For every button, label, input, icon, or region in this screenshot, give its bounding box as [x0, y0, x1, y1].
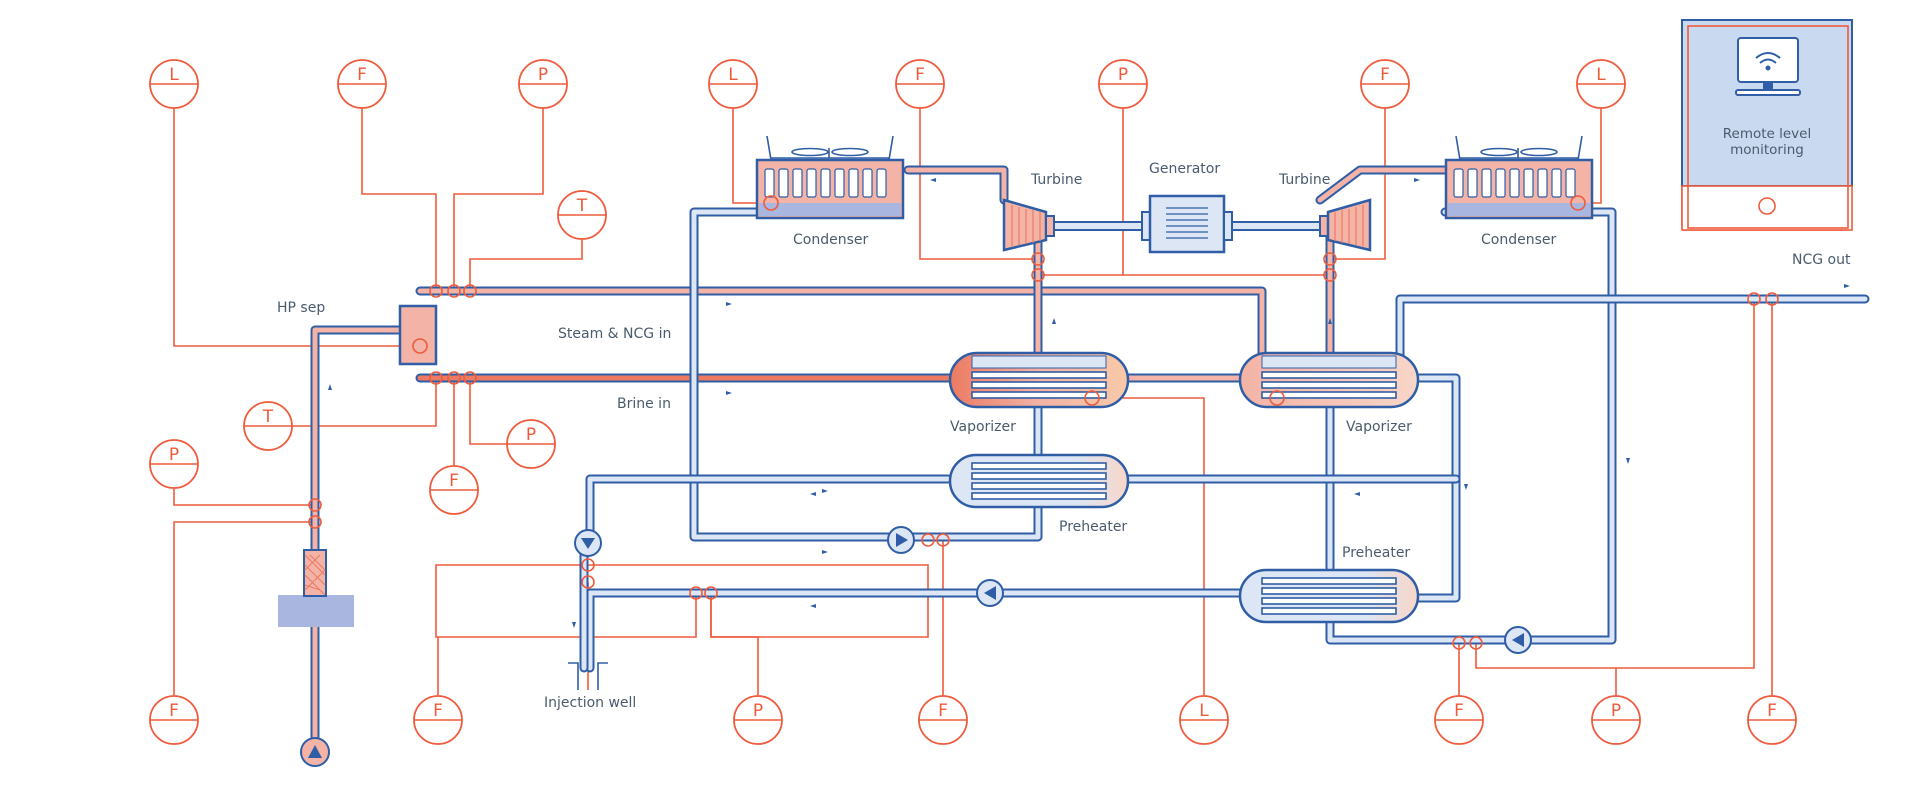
remote-label-line1: Remote level [1723, 126, 1811, 142]
instrument-sep-f-lower: F [429, 465, 479, 515]
turbine-left [1002, 198, 1055, 252]
vaporizer-left [948, 351, 1130, 409]
svg-text:F: F [357, 65, 367, 85]
instrument-bottom-1: F [149, 695, 199, 745]
condenser-right-label: Condenser [1481, 232, 1556, 248]
svg-text:P: P [526, 425, 536, 445]
instrument-top-1: L [149, 59, 199, 109]
instrument-top-2: F [337, 59, 387, 109]
instrument-bottom-4: F [918, 695, 968, 745]
instrument-bottom-5: L [1179, 695, 1229, 745]
injection-well [568, 662, 608, 690]
svg-text:F: F [915, 65, 925, 85]
vaporizer-left-label: Vaporizer [950, 419, 1016, 435]
svg-text:F: F [449, 471, 459, 491]
svg-text:P: P [169, 445, 179, 465]
instrument-top-6: P [1098, 59, 1148, 109]
diagram-labels: HP sep Steam & NCG in Brine in Condenser… [277, 161, 1851, 711]
turbine-left-label: Turbine [1030, 172, 1082, 188]
svg-text:L: L [728, 65, 738, 85]
instrument-sep-t-lower: T [243, 401, 293, 451]
svg-text:L: L [1199, 701, 1209, 721]
pump-icon [976, 579, 1004, 607]
condenser-left-label: Condenser [793, 232, 868, 248]
instrument-taps [308, 195, 1779, 650]
hp-separator [398, 304, 438, 366]
condenser-right [1444, 135, 1594, 220]
instrument-bottom-8: F [1747, 695, 1797, 745]
svg-text:P: P [1611, 701, 1621, 721]
preheater-left [948, 453, 1130, 509]
instrument-bottom-7: P [1591, 695, 1641, 745]
pump-icon [574, 529, 602, 557]
vaporizer-right-label: Vaporizer [1346, 419, 1412, 435]
vaporizer-right [1238, 351, 1420, 409]
svg-text:F: F [938, 701, 948, 721]
instrument-top-8: L [1576, 59, 1626, 109]
instrument-bottom-2: F [413, 695, 463, 745]
pump-icon [887, 526, 915, 554]
condenser-left [755, 135, 905, 220]
svg-text:F: F [169, 701, 179, 721]
turbine-right [1319, 198, 1372, 252]
injection-well-label: Injection well [544, 695, 636, 711]
instrument-top-7: F [1360, 59, 1410, 109]
fan-icon [1455, 135, 1583, 161]
ncg-out-label: NCG out [1792, 252, 1851, 268]
instrument-sep-p-lower: P [506, 419, 556, 469]
svg-text:P: P [538, 65, 548, 85]
preheater-right [1238, 568, 1420, 624]
turbine-right-label: Turbine [1278, 172, 1330, 188]
preheater-right-label: Preheater [1342, 545, 1410, 561]
remote-monitoring-panel: Remote level monitoring [1681, 19, 1853, 231]
generator-label: Generator [1149, 161, 1220, 177]
hp-sep-label: HP sep [277, 300, 325, 316]
svg-text:F: F [1767, 701, 1777, 721]
wifi-monitor-icon [1735, 37, 1801, 96]
remote-label-line2: monitoring [1730, 142, 1804, 158]
flow-arrow-icon [328, 178, 1850, 628]
preheater-left-label: Preheater [1059, 519, 1127, 535]
instrument-top-4: L [708, 59, 758, 109]
pump-icon [1504, 626, 1532, 654]
svg-text:L: L [1596, 65, 1606, 85]
instrument-left-p: P [149, 439, 199, 489]
steam-ncg-label: Steam & NCG in [558, 326, 671, 342]
instrument-bottom-6: F [1434, 695, 1484, 745]
instrument-top-3: P [518, 59, 568, 109]
production-well [278, 549, 354, 767]
svg-text:F: F [433, 701, 443, 721]
svg-text:F: F [1380, 65, 1390, 85]
instrument-bottom-3: P [733, 695, 783, 745]
fan-icon [766, 135, 894, 161]
instrument-top-5: F [895, 59, 945, 109]
brine-in-label: Brine in [617, 396, 671, 412]
generator [1141, 194, 1233, 254]
svg-text:T: T [576, 196, 588, 216]
svg-text:P: P [1118, 65, 1128, 85]
signal-lines [173, 27, 1845, 702]
instrument-sep-t-upper: T [557, 190, 607, 240]
svg-text:P: P [753, 701, 763, 721]
svg-text:T: T [262, 407, 274, 427]
instrument-bubbles: L F P L F P F L T T P F P F F P F L F P … [149, 59, 1797, 745]
svg-text:F: F [1454, 701, 1464, 721]
svg-text:L: L [169, 65, 179, 85]
